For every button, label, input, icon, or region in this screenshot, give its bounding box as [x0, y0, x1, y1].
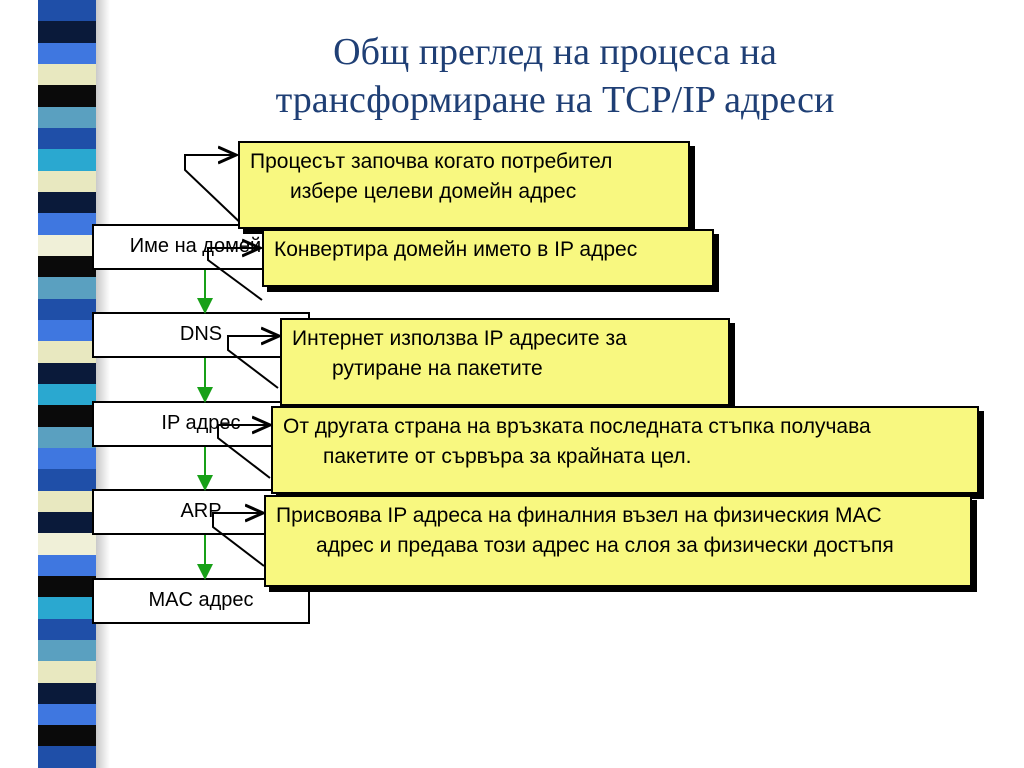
stripe-segment	[38, 490, 96, 512]
stripe-segment	[38, 298, 96, 320]
stripe-segment	[38, 575, 96, 598]
stripe-segment	[38, 149, 96, 171]
callout-1-line-2: избере целеви домейн адрес	[290, 180, 577, 203]
callout-4-line-1: От другата страна на връзката последната…	[283, 415, 871, 438]
stripe-segment	[38, 319, 96, 342]
stripe-segment	[38, 597, 96, 619]
step-dns: DNS	[92, 312, 310, 358]
stripe-segment	[38, 447, 96, 470]
callout-process-start: Процесът започва когато потребител избер…	[238, 141, 690, 229]
callout-3-line-1: Интернет използва IP адресите за	[292, 327, 627, 350]
stripe-segment	[38, 426, 96, 448]
stripe-segment	[38, 191, 96, 214]
stripe-shadow	[96, 0, 110, 768]
page-title: Общ преглед на процеса на трансформиране…	[130, 28, 980, 124]
stripe-segment	[38, 0, 96, 22]
stripe-segment	[38, 21, 96, 43]
callout-2-line-1: Конвертира домейн името в IP адрес	[274, 238, 638, 261]
stripe-segment	[38, 63, 96, 86]
stripe-segment	[38, 255, 96, 278]
stripe-segment	[38, 618, 96, 640]
stripe-segment	[38, 554, 96, 576]
stripe-segment	[38, 725, 96, 747]
stripe-segment	[38, 661, 96, 683]
stripe-segment	[38, 639, 96, 662]
callout-convert-domain: Конвертира домейн името в IP адрес	[262, 229, 714, 287]
stripe-segment	[38, 85, 96, 107]
title-line-1: Общ преглед на процеса на	[333, 31, 777, 73]
callout-4-line-2: пакетите от сървъра за крайната цел.	[323, 445, 692, 468]
stripe-segment	[38, 511, 96, 534]
callout-internet-routing: Интернет използва IP адресите за рутиран…	[280, 318, 730, 406]
callout-arp-assign: Присвоява IP адреса на финалния възел на…	[264, 495, 972, 587]
title-line-2: трансформиране на TCP/IP адреси	[275, 79, 835, 121]
callout-5-line-2: адрес и предава този адрес на слоя за фи…	[316, 534, 894, 557]
stripe-segment	[38, 469, 96, 491]
callout-receiving-side: От другата страна на връзката последната…	[271, 406, 979, 494]
callout-1-line-1: Процесът започва когато потребител	[250, 150, 613, 173]
stripe-segment	[38, 746, 96, 768]
stripe-segment	[38, 42, 96, 64]
stripe-segment	[38, 213, 96, 235]
stripe-segment	[38, 682, 96, 704]
stripe-segment	[38, 170, 96, 192]
callout-5-line-1: Присвоява IP адреса на финалния възел на…	[276, 504, 882, 527]
stripe-segment	[38, 405, 96, 427]
stripe-segment	[38, 341, 96, 363]
stripe-segment	[38, 533, 96, 555]
stripe-segment	[38, 277, 96, 299]
callout-3-line-2: рутиране на пакетите	[332, 357, 543, 380]
decorative-stripe-bar	[38, 0, 96, 768]
stripe-segment	[38, 234, 96, 256]
stripe-segment	[38, 127, 96, 150]
stripe-segment	[38, 106, 96, 128]
stripe-segment	[38, 703, 96, 726]
stripe-segment	[38, 362, 96, 384]
stripe-segment	[38, 383, 96, 406]
